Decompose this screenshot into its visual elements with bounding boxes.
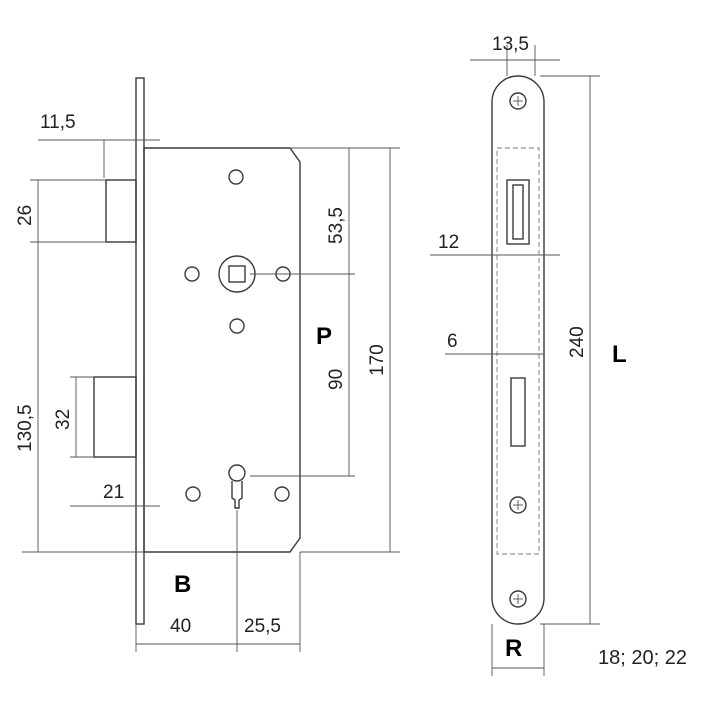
dead-bolt (93, 376, 137, 458)
dim-faceplate-length: 240 (567, 326, 588, 358)
faceplate-side (135, 77, 145, 625)
dim-bolt-projection: 21 (103, 482, 124, 503)
dim-latch-height: 26 (15, 205, 36, 226)
screw-icon (509, 92, 527, 110)
lock-side-view: 11,5 26 130,5 32 21 53,5 90 170 40 25,5 … (15, 77, 400, 652)
case-screw-hole (228, 169, 244, 185)
dim-bolt-height: 32 (53, 409, 74, 430)
label-backset: B (174, 571, 191, 598)
label-length: L (612, 341, 627, 368)
dim-faceplate-width: 13,5 (492, 34, 529, 55)
screw-icon (509, 590, 527, 608)
bolt-slot-front (510, 377, 526, 447)
case-screw-hole (184, 266, 200, 282)
latch-bolt (105, 179, 137, 243)
dim-spindle-offset: 53,5 (326, 207, 347, 244)
dim-bolt-width: 6 (447, 331, 458, 352)
spindle-follower (218, 255, 256, 293)
case-outline-dashed (496, 147, 540, 555)
dim-keyhole-to-edge: 25,5 (244, 616, 281, 637)
dim-case-height: 170 (367, 344, 388, 376)
lock-case (143, 147, 301, 553)
dim-latch-to-bottom: 130,5 (15, 404, 36, 452)
faceplate-width-options: 18; 20; 22 (598, 647, 687, 669)
faceplate-front-view: 13,5 12 6 240 L R 18; 20; 22 (430, 34, 687, 676)
case-screw-hole (185, 486, 201, 502)
dim-backset: 40 (170, 616, 191, 637)
case-screw-hole (274, 486, 290, 502)
faceplate-front (491, 75, 545, 625)
dim-faceplate-thickness: 11,5 (40, 112, 76, 133)
label-pitch: P (316, 323, 332, 350)
dim-latch-width: 12 (438, 232, 459, 253)
keyhole (228, 464, 246, 509)
screw-icon (509, 496, 527, 514)
dim-pitch: 90 (326, 369, 347, 390)
label-radius: R (505, 635, 522, 662)
case-screw-hole (229, 318, 245, 334)
latch-front (506, 179, 530, 245)
